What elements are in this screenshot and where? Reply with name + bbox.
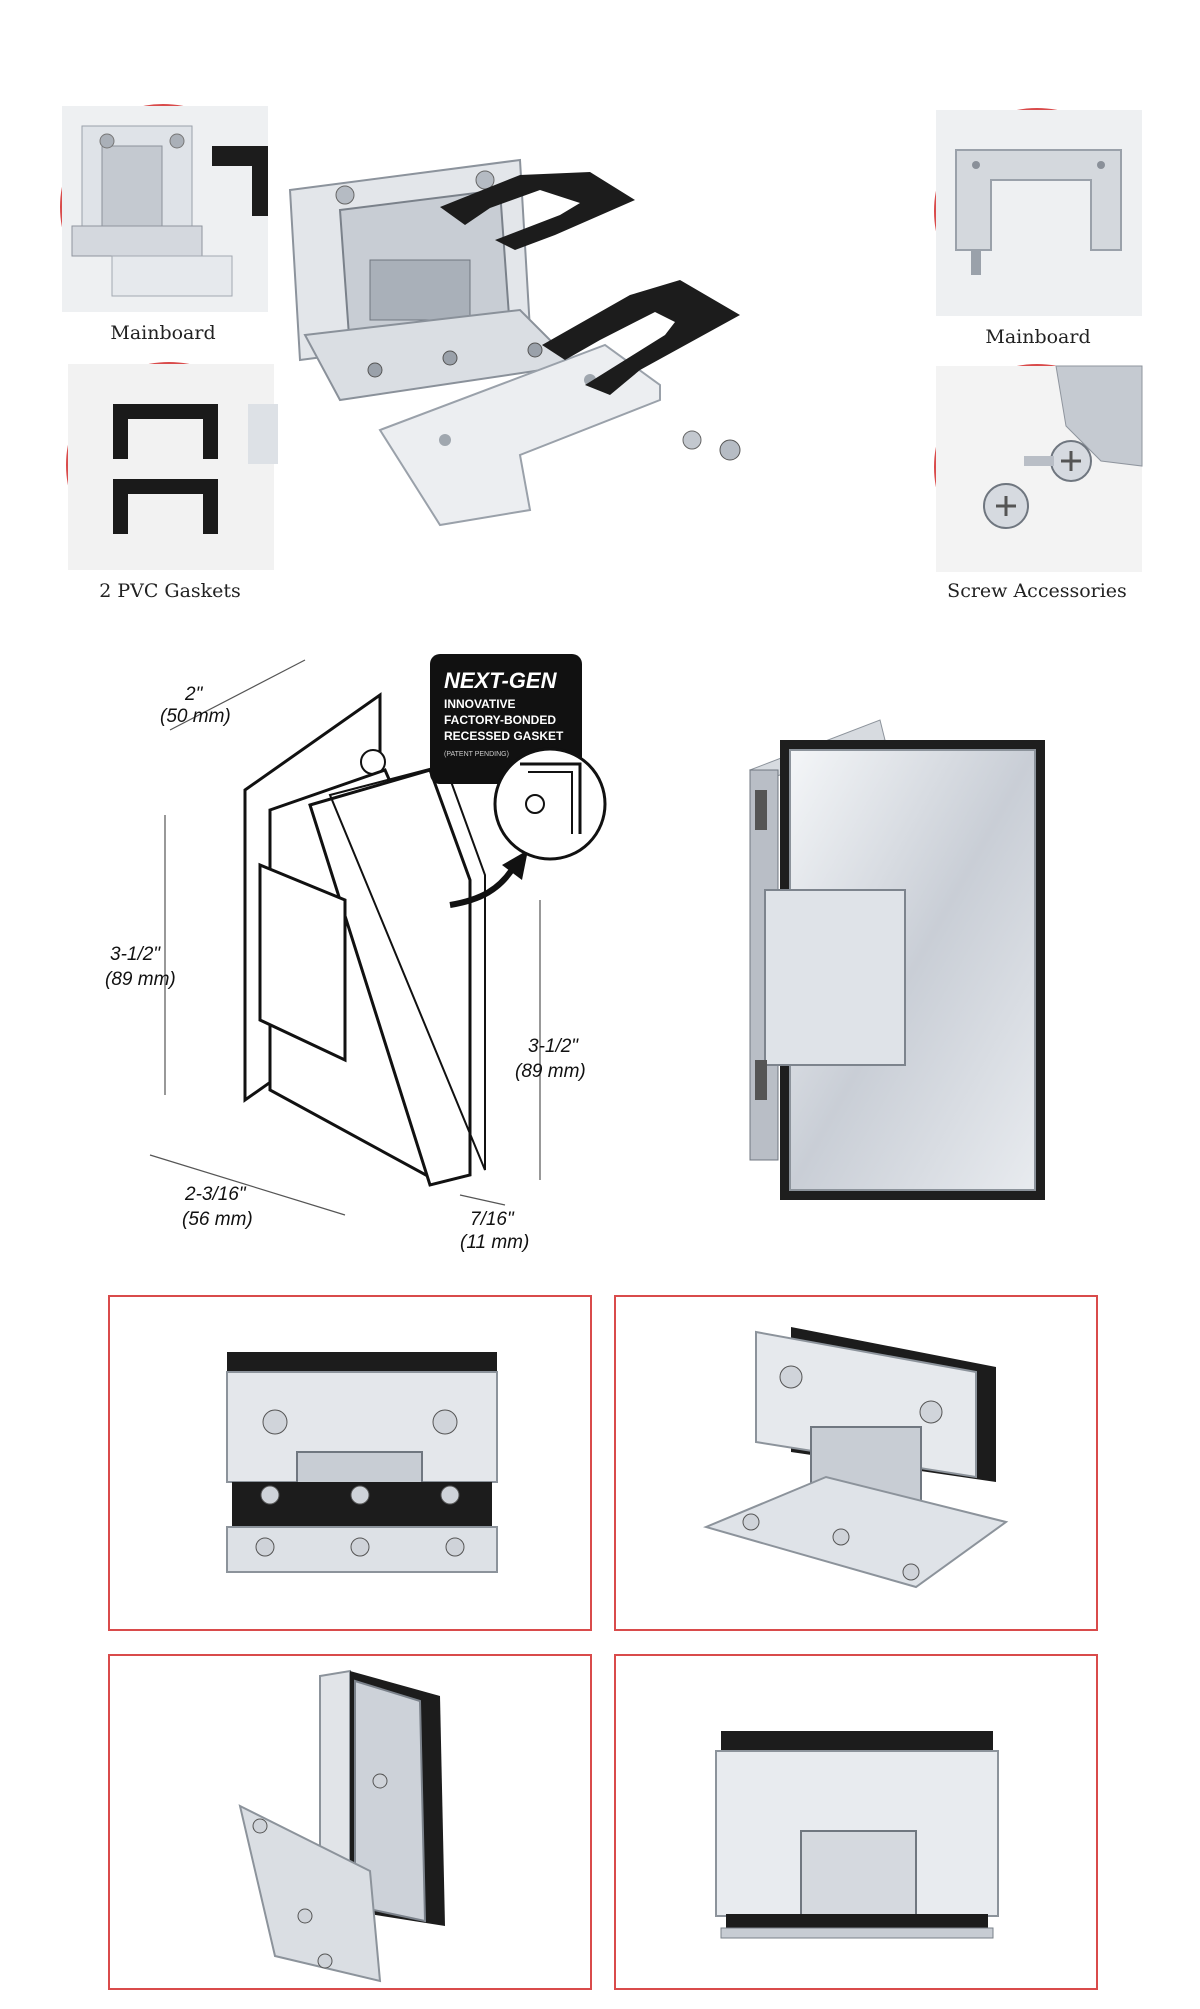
dim-height-left: 3-1/2" bbox=[110, 944, 161, 965]
badge-line2: FACTORY-BONDED bbox=[444, 713, 556, 727]
next-gen-badge: NEXT-GEN INNOVATIVE FACTORY-BONDED RECES… bbox=[430, 654, 607, 861]
photo-side-image bbox=[238, 1669, 445, 1983]
dim-depth-mm: (56 mm) bbox=[182, 1209, 253, 1230]
dim-depth: 2-3/16" bbox=[184, 1184, 247, 1205]
badge-title: NEXT-GEN bbox=[444, 668, 558, 693]
gaskets-image bbox=[68, 364, 278, 570]
photo-top-image bbox=[715, 1731, 999, 1939]
mainboard-left-caption: Mainboard bbox=[110, 322, 216, 344]
gasket-1 bbox=[440, 172, 635, 250]
gasket-callout bbox=[493, 747, 607, 861]
dimension-diagram: 2" (50 mm) 3-1/2" (89 mm) 3-1/2" (89 mm)… bbox=[105, 659, 586, 1253]
screw-2 bbox=[719, 439, 741, 461]
screws-image bbox=[936, 365, 1143, 572]
mainboard-left-image bbox=[62, 106, 268, 312]
gaskets-caption: 2 PVC Gaskets bbox=[99, 580, 241, 602]
exploded-assembly bbox=[288, 158, 741, 527]
dim-width: 2" bbox=[184, 684, 204, 705]
gasket-2 bbox=[542, 280, 740, 395]
photo-angle bbox=[614, 1295, 1098, 1631]
photo-top bbox=[614, 1654, 1098, 1990]
mainboard-right-caption: Mainboard bbox=[985, 326, 1091, 348]
dim-height-right: 3-1/2" bbox=[528, 1036, 579, 1057]
clamp-plate bbox=[378, 343, 661, 527]
screws-caption: Screw Accessories bbox=[947, 580, 1127, 602]
screw-1 bbox=[682, 430, 702, 450]
dim-thickness: 7/16" bbox=[470, 1209, 515, 1230]
dim-thickness-mm: (11 mm) bbox=[460, 1232, 529, 1253]
photo-front-image bbox=[226, 1352, 498, 1573]
dim-width-mm: (50 mm) bbox=[160, 706, 231, 727]
photo-front bbox=[108, 1295, 592, 1631]
badge-line3: RECESSED GASKET bbox=[444, 729, 564, 743]
dim-height-right-mm: (89 mm) bbox=[515, 1061, 586, 1082]
hinge-photo bbox=[748, 719, 1045, 1200]
gaskets-circle bbox=[66, 362, 278, 570]
mainboard-left-circle bbox=[60, 104, 268, 312]
mainboard-right-circle bbox=[934, 108, 1142, 316]
photo-angle-image bbox=[702, 1327, 1009, 1589]
parts-section: Mainboard 2 PVC Gaskets bbox=[0, 0, 1200, 620]
screws-circle bbox=[934, 364, 1143, 572]
photo-side bbox=[108, 1654, 592, 1990]
badge-note: (PATENT PENDING) bbox=[444, 751, 509, 758]
dim-height-left-mm: (89 mm) bbox=[105, 969, 176, 990]
badge-line1: INNOVATIVE bbox=[444, 697, 516, 711]
mainboard-right-image bbox=[936, 110, 1142, 316]
